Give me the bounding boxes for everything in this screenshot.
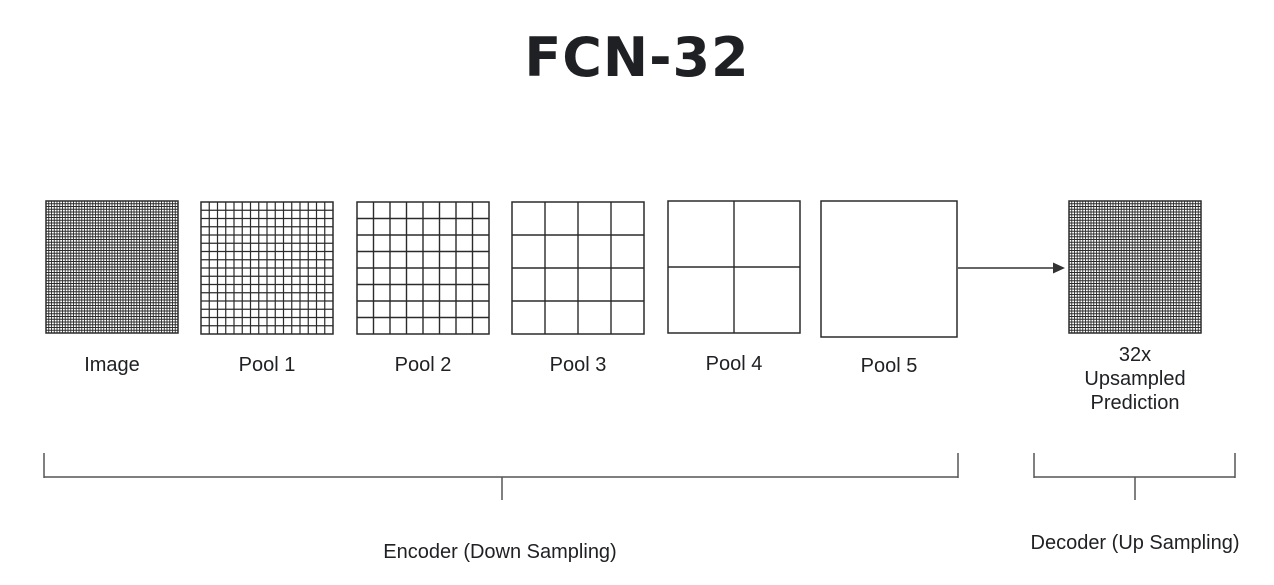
grid-pool-1 — [200, 201, 334, 335]
prediction-label: 32x Upsampled Prediction — [1060, 343, 1210, 415]
encoder-label: Encoder (Down Sampling) — [383, 541, 617, 563]
stage-label-pool-2: Pool 2 — [394, 354, 452, 376]
grid-pool-3 — [511, 201, 645, 335]
stage-label-pool-4: Pool 4 — [705, 353, 763, 375]
grid-pool-5 — [820, 200, 958, 338]
decoder-label: Decoder (Up Sampling) — [1030, 532, 1240, 554]
grid-prediction — [1068, 200, 1202, 334]
flow-arrow-head — [1053, 262, 1065, 274]
decoder-bracket — [1033, 453, 1236, 500]
prediction-label-line-2: Upsampled — [1084, 368, 1186, 390]
stage-label-pool-5: Pool 5 — [860, 355, 918, 377]
grid-pool-4 — [667, 200, 801, 334]
grid-pool-2 — [356, 201, 490, 335]
encoder-bracket — [43, 453, 959, 500]
prediction-label-line-1: 32x — [1118, 344, 1152, 366]
grid-image — [45, 200, 179, 334]
stage-label-image: Image — [84, 354, 140, 376]
stage-label-pool-3: Pool 3 — [549, 354, 607, 376]
prediction-label-line-3: Prediction — [1090, 392, 1180, 414]
diagram-title: FCN-32 — [524, 26, 750, 89]
stage-label-pool-1: Pool 1 — [238, 354, 296, 376]
grid-pool-5-frame — [820, 200, 958, 338]
